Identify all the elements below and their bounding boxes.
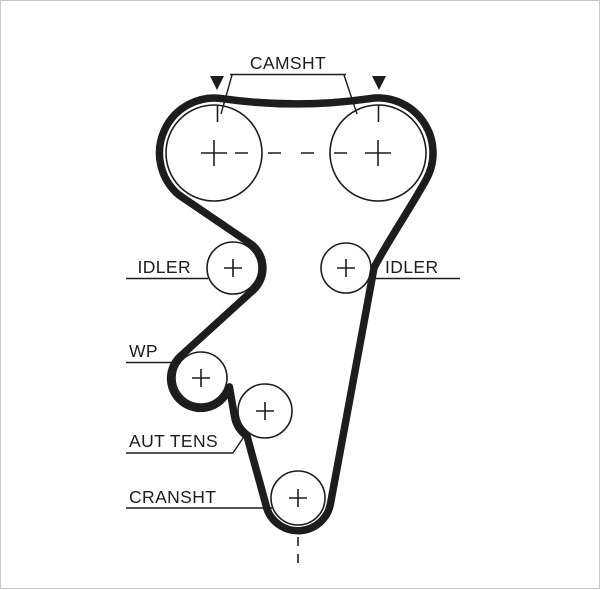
idler-pulley-left	[206, 241, 260, 295]
center-cross-idler-left	[224, 259, 242, 277]
label-idler-right: IDLER	[385, 257, 439, 277]
water-pump-pulley	[174, 351, 228, 405]
camshaft-pulley-left	[165, 104, 263, 202]
center-cross-water-pump	[192, 369, 210, 387]
center-cross-cam-left	[201, 140, 227, 166]
label-tensioner: AUT TENS	[129, 431, 218, 451]
center-cross-idler-right	[337, 259, 355, 277]
timing-mark-triangle-right-icon	[372, 76, 386, 90]
crankshaft-pulley	[270, 470, 326, 526]
leader-camshaft-right	[343, 74, 358, 115]
center-cross-tensioner	[256, 402, 274, 420]
center-cross-crankshaft	[289, 489, 307, 507]
label-line-tensioner	[126, 431, 248, 454]
label-idler-left: IDLER	[137, 257, 191, 277]
idler-pulley-right	[320, 242, 372, 294]
tensioner-pulley	[237, 383, 293, 439]
label-crankshaft: CRANSHT	[129, 487, 216, 507]
center-cross-cam-right	[365, 140, 391, 166]
label-camshaft: CAMSHT	[250, 53, 326, 73]
label-water-pump: WP	[129, 341, 158, 361]
leader-camshaft-left	[220, 74, 233, 115]
timing-mark-triangle-left-icon	[210, 76, 224, 90]
timing-belt	[155, 94, 437, 535]
